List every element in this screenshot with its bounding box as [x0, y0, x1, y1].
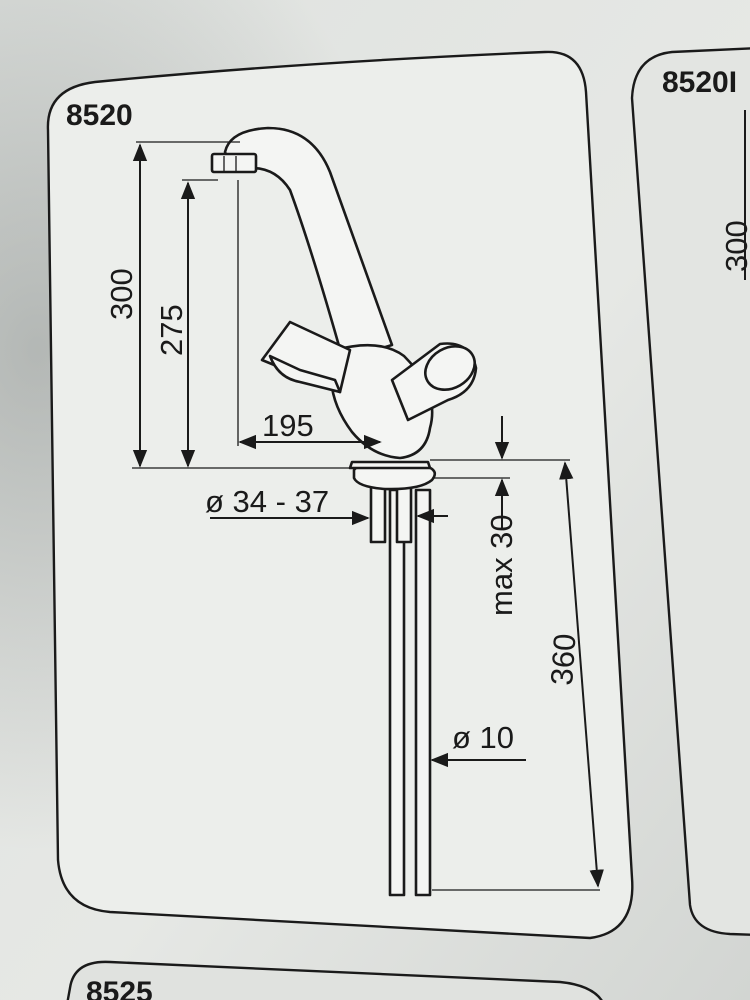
hose-left: [388, 488, 406, 897]
panel-frame-right: [630, 47, 750, 936]
dimension-hole-diameter-label: ø 34 - 37: [205, 484, 329, 519]
dimension-hole-diameter: ø 34 - 37: [205, 484, 448, 526]
dimension-hose-length-label: 360: [544, 632, 583, 686]
handle-right-cap: [424, 345, 476, 391]
dimension-total-height: 300: [104, 143, 148, 468]
dimension-hose-length: 360: [544, 461, 604, 888]
right-panel-dimension: 300: [719, 110, 750, 280]
panel-frame-main: [46, 50, 634, 940]
right-height-label: 300: [719, 220, 750, 272]
faucet-aerator: [210, 152, 258, 174]
dimension-spout-height: 275: [154, 181, 196, 468]
dimension-total-height-label: 300: [104, 268, 139, 320]
dimension-spout-height-label: 275: [154, 304, 189, 356]
handle-left-edge: [268, 354, 342, 394]
dimension-hose-diameter-label: ø 10: [452, 720, 514, 755]
panel-frame-bottom: [66, 960, 603, 1000]
dimension-hose-diameter: ø 10: [430, 720, 526, 768]
dimension-spout-reach: 195: [238, 408, 382, 450]
panel-title-main: 8520: [66, 99, 133, 132]
hose-right: [414, 488, 432, 897]
faucet-drawing: [210, 126, 478, 897]
panel-title-right: 8520I: [662, 66, 737, 99]
dimension-max-thickness-label: max 30: [484, 514, 519, 616]
dimension-max-thickness: max 30: [484, 416, 519, 616]
dimension-spout-reach-label: 195: [262, 408, 314, 443]
base-plate: [348, 460, 432, 470]
panel-title-bottom: 8525: [86, 976, 153, 1000]
faucet-spout: [223, 126, 394, 362]
